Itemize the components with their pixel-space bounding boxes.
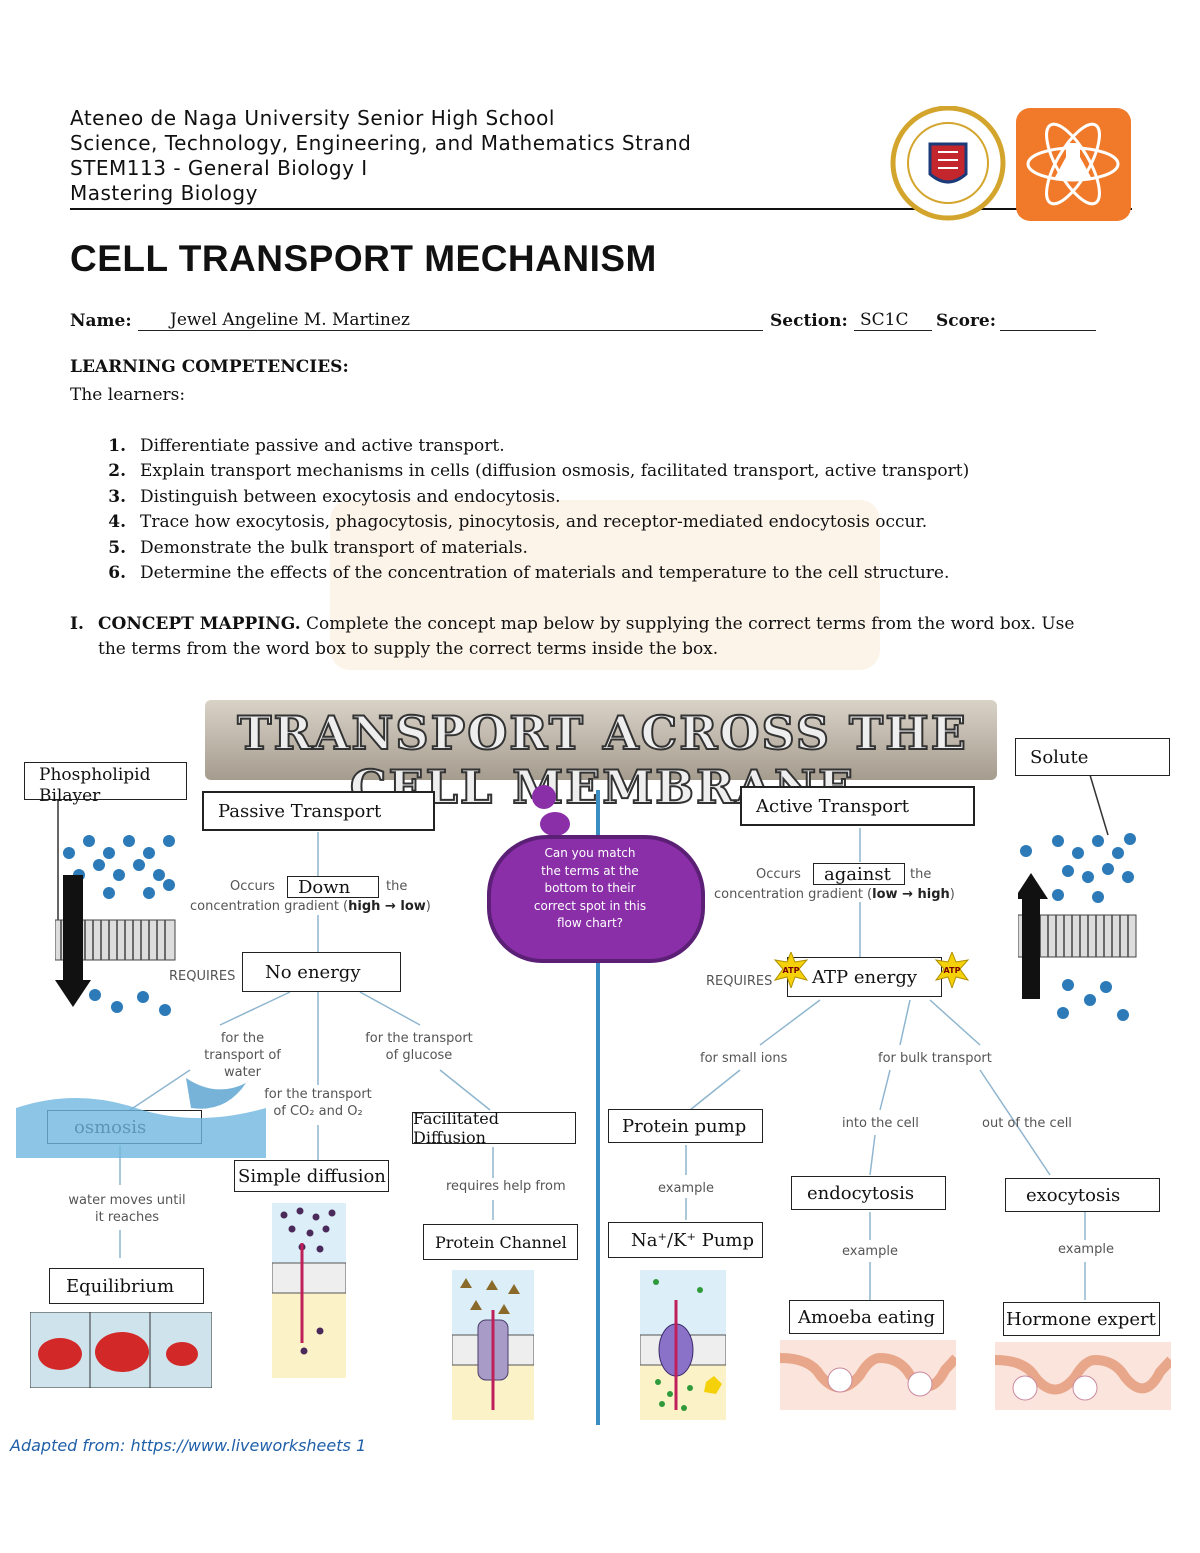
the-right-label: the: [910, 866, 931, 883]
simple-diffusion-icon: [272, 1203, 346, 1378]
cloud-bubble-small: [532, 785, 556, 809]
bulk-label: for bulk transport: [878, 1050, 992, 1067]
small-ions-label: for small ions: [700, 1050, 787, 1067]
atp-burst-icon: ATP: [773, 952, 809, 988]
water-moves-label: water moves until it reaches: [68, 1192, 186, 1226]
svg-text:ATP: ATP: [783, 966, 800, 975]
protein-channel-box[interactable]: Protein Channel: [423, 1224, 578, 1260]
requires-right-label: REQUIRES: [706, 973, 772, 990]
protein-channel-icon: [452, 1270, 534, 1420]
example-label-2: example: [842, 1243, 898, 1260]
the-left-label: the: [386, 878, 407, 895]
facilitated-diffusion-box[interactable]: Facilitated Diffusion: [412, 1112, 576, 1144]
active-membrane-icon: [1018, 825, 1138, 1030]
out-label: out of the cell: [982, 1115, 1072, 1132]
gradient-left-label: concentration gradient (high → low): [190, 898, 431, 915]
down-box[interactable]: Down: [287, 876, 379, 898]
glucose-label: for the transport of glucose: [364, 1030, 474, 1064]
endocytosis-icon: [780, 1340, 956, 1410]
na-k-pump-box[interactable]: Na⁺/K⁺ Pump: [608, 1222, 763, 1258]
svg-text:ATP: ATP: [944, 966, 961, 975]
passive-membrane-icon: [55, 825, 180, 1025]
atp-burst-icon-2: ATP: [934, 952, 970, 988]
simple-diffusion-box[interactable]: Simple diffusion: [234, 1160, 389, 1192]
water-splash-icon: [16, 1068, 266, 1158]
into-label: into the cell: [842, 1115, 919, 1132]
exocytosis-icon: [995, 1342, 1171, 1410]
sodium-pump-icon: [640, 1270, 726, 1420]
co2-label: for the transport of CO₂ and O₂: [262, 1086, 374, 1120]
endocytosis-box[interactable]: endocytosis: [791, 1176, 946, 1210]
atp-energy-box[interactable]: ATP energy: [787, 957, 942, 997]
occurs-right-label: Occurs: [756, 866, 801, 883]
example-label: example: [658, 1180, 714, 1197]
active-transport-box[interactable]: Active Transport: [740, 786, 975, 826]
requires-left-label: REQUIRES: [169, 968, 235, 985]
protein-pump-box[interactable]: Protein pump: [608, 1109, 763, 1143]
cloud-bubble-medium: [540, 812, 570, 836]
exocytosis-box[interactable]: exocytosis: [1005, 1178, 1160, 1212]
source-credit: Adapted from: https://www.liveworksheets…: [10, 1436, 366, 1455]
against-box[interactable]: against: [813, 863, 905, 885]
blood-cells-icon: [30, 1312, 212, 1388]
hormone-expert-box[interactable]: Hormone expert: [1003, 1302, 1160, 1336]
requires-help-label: requires help from: [446, 1178, 566, 1195]
example-label-3: example: [1058, 1241, 1114, 1258]
phospholipid-box[interactable]: Phospholipid Bilayer: [24, 762, 187, 800]
no-energy-box[interactable]: No energy: [242, 952, 401, 992]
equilibrium-box[interactable]: Equilibrium: [49, 1268, 204, 1304]
passive-transport-box[interactable]: Passive Transport: [202, 791, 435, 831]
amoeba-eating-box[interactable]: Amoeba eating: [789, 1300, 944, 1334]
occurs-left-label: Occurs: [230, 878, 275, 895]
solute-box[interactable]: Solute: [1015, 738, 1170, 776]
gradient-right-label: concentration gradient (low → high): [714, 886, 955, 903]
